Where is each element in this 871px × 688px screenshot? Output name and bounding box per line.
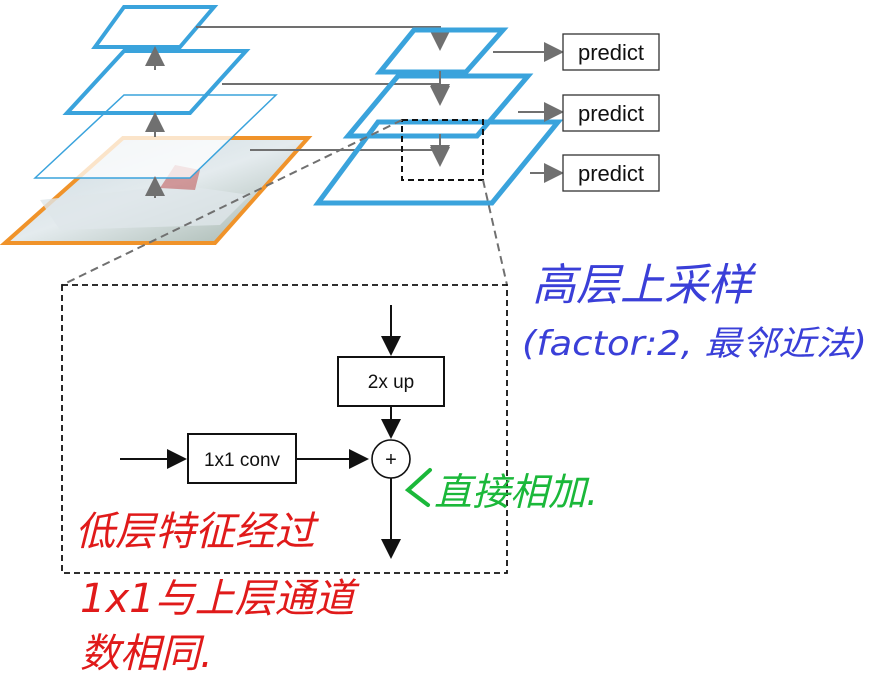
zoom-region-marker bbox=[401, 119, 484, 181]
conv-label: 1x1 conv bbox=[204, 450, 281, 471]
zoom-connector-left bbox=[61, 119, 403, 286]
conv-box: 1x1 conv bbox=[187, 433, 297, 484]
predict-label-2: predict bbox=[578, 101, 644, 126]
predict-label-1: predict bbox=[578, 40, 644, 65]
predict-label-3: predict bbox=[578, 161, 644, 186]
output-layer-2 bbox=[342, 73, 534, 139]
blue-annotation-detail: (factor:2, 最邻近法) bbox=[522, 324, 867, 364]
upsample-box: 2x up bbox=[337, 356, 445, 407]
predict-box-1: predict bbox=[562, 33, 660, 71]
zoom-connector-right bbox=[482, 179, 508, 286]
red-annotation: 低层特征经过 1x1与上层通道 数相同. bbox=[75, 509, 360, 677]
green-annotation-text: 直接相加. bbox=[434, 470, 598, 514]
predict-box-3: predict bbox=[562, 154, 660, 192]
detail-box bbox=[61, 284, 508, 574]
output-layer-3 bbox=[313, 119, 564, 206]
predict-outputs: predict predict predict bbox=[493, 33, 660, 192]
blue-annotation-title: 高层上采样 bbox=[532, 260, 757, 311]
sum-node: + bbox=[371, 439, 411, 479]
plus-symbol: + bbox=[385, 449, 397, 471]
blue-annotation: 高层上采样 (factor:2, 最邻近法) bbox=[522, 260, 867, 364]
red-annotation-line1: 低层特征经过 bbox=[75, 509, 320, 555]
upsample-label: 2x up bbox=[368, 372, 414, 393]
green-annotation: 直接相加. bbox=[404, 468, 598, 514]
bottom-up-pyramid bbox=[0, 5, 313, 245]
red-annotation-line2: 1x1与上层通道 bbox=[80, 576, 360, 622]
top-down-pyramid bbox=[313, 27, 564, 206]
red-annotation-line3: 数相同. bbox=[80, 631, 213, 677]
output-layer-1 bbox=[374, 27, 509, 75]
predict-box-2: predict bbox=[562, 94, 660, 132]
merge-block: 2x up 1x1 conv + bbox=[120, 305, 445, 559]
